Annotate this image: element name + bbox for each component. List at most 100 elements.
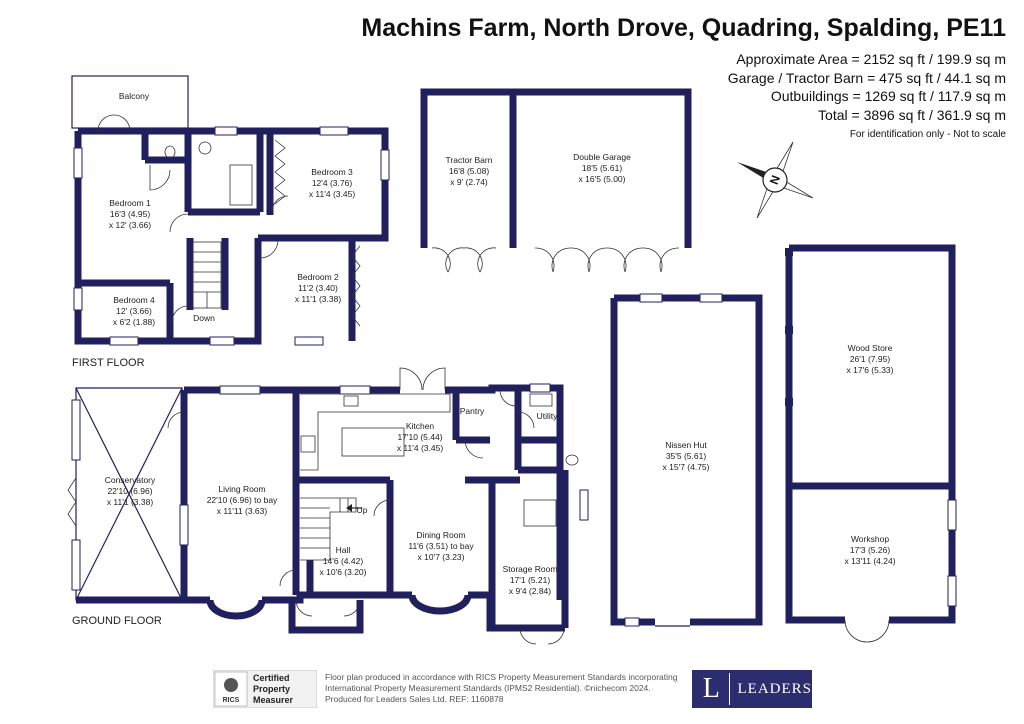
first-floor-stairs (192, 241, 222, 309)
floor-plan-disclaimer: Floor plan produced in accordance with R… (325, 672, 695, 705)
room-conservatory-d2: x 11'1 (3.38) (107, 497, 154, 507)
kitchen-units (300, 393, 451, 471)
room-living-name: Living Room (218, 484, 265, 494)
room-hall-d2: x 10'6 (3.20) (320, 567, 367, 577)
shower-tray (523, 499, 557, 527)
room-kitchen-d2: x 11'4 (3.45) (397, 443, 444, 453)
dining-bay-window (408, 594, 472, 615)
disclaimer-line-3: Produced for Leaders Sales Ltd. REF: 116… (325, 694, 504, 704)
front-door-swing (295, 599, 361, 617)
outbuilding-walls (785, 244, 956, 624)
bedroom2-wall (258, 234, 385, 341)
window (73, 287, 83, 311)
room-nissen-name: Nissen Hut (665, 440, 707, 450)
room-dining-d1: 11'6 (3.51) to bay (408, 541, 474, 551)
window (209, 336, 235, 346)
door-swing (373, 499, 391, 517)
rics-line-2: Property (253, 684, 290, 694)
living-bay-window (206, 599, 266, 620)
window (73, 147, 83, 179)
door-swing (499, 389, 517, 407)
barn-doors (431, 247, 497, 273)
room-storage-name: Storage Room (503, 564, 558, 574)
toilet (198, 141, 212, 155)
room-balcony-name: Balcony (119, 91, 150, 101)
garage-doors (534, 247, 680, 273)
room-kitchen-name: Kitchen (406, 421, 435, 431)
window (947, 575, 957, 607)
nissen-hut-plan: Nissen Hut 35'5 (5.61) x 15'7 (4.75) (610, 293, 763, 627)
room-storage-d2: x 9'4 (2.84) (509, 586, 551, 596)
post (785, 248, 793, 256)
first-floor-label: FIRST FLOOR (72, 357, 145, 369)
leaders-logo: L LEADERS (692, 670, 812, 708)
kitchen-island (341, 427, 405, 457)
room-bedroom3-d2: x 11'4 (3.45) (309, 189, 356, 199)
room-dining-d2: x 10'7 (3.23) (418, 552, 465, 562)
door-swing (169, 213, 189, 233)
door-swing (464, 439, 484, 459)
room-garage-name: Double Garage (573, 152, 631, 162)
porch-walls (288, 600, 364, 634)
room-nissen-d1: 35'5 (5.61) (666, 451, 707, 461)
post (785, 326, 793, 334)
up-arrow-head (346, 504, 352, 512)
wardrobe (351, 245, 361, 327)
room-kitchen-d1: 17'10 (5.44) (397, 432, 442, 442)
logo-word: LEADERS (737, 680, 812, 697)
room-bedroom2-name: Bedroom 2 (297, 272, 339, 282)
area-summary: Approximate Area = 2152 sq ft / 199.9 sq… (728, 50, 1006, 145)
area-approximate: Approximate Area = 2152 sq ft / 199.9 sq… (736, 51, 1006, 67)
room-bedroom4-name: Bedroom 4 (113, 295, 155, 305)
ground-floor-stairs (300, 497, 357, 561)
rics-line-1: Certified (253, 673, 290, 683)
identification-note: For identification only - Not to scale (849, 129, 1006, 140)
room-workshop-d1: 17'3 (5.26) (850, 545, 891, 555)
room-bedroom2-d1: 11'2 (3.40) (298, 283, 338, 293)
ground-floor-label: GROUND FLOOR (72, 615, 162, 627)
stairs-up-label: Up (357, 505, 368, 515)
garage-walls (420, 88, 692, 248)
window (699, 293, 723, 303)
window (639, 293, 663, 303)
kitchen-back-door (399, 367, 446, 391)
room-bedroom3-name: Bedroom 3 (311, 167, 353, 177)
window (294, 336, 324, 346)
room-garage-d2: x 16'5 (5.00) (579, 174, 626, 184)
area-outbuildings: Outbuildings = 1269 sq ft / 117.9 sq m (770, 88, 1006, 104)
toilet (164, 145, 176, 159)
property-title: Machins Farm, North Drove, Quadring, Spa… (361, 14, 1006, 42)
door-swing (259, 239, 279, 259)
disclaimer-line-1: Floor plan produced in accordance with R… (325, 672, 678, 682)
rics-line-3: Measurer (253, 695, 294, 705)
ground-floor-plan: Conservatory 22'10 (6.96) x 11'1 (3.38) … (67, 367, 589, 645)
room-wood-name: Wood Store (848, 343, 893, 353)
room-bedroom1-d2: x 12' (3.66) (109, 220, 151, 230)
window (624, 617, 640, 627)
room-bedroom4-d2: x 6'2 (1.88) (113, 317, 155, 327)
door-swing (171, 305, 189, 323)
room-bedroom1-name: Bedroom 1 (109, 198, 151, 208)
area-garage: Garage / Tractor Barn = 475 sq ft / 44.1… (727, 69, 1006, 86)
storage-door-swing (519, 627, 565, 645)
room-workshop-d2: x 13'11 (4.24) (844, 556, 895, 566)
toilet (565, 454, 579, 466)
room-living-d1: 22'10 (6.96) to bay (207, 495, 278, 505)
disclaimer-line-2: International Property Measurement Stand… (325, 683, 651, 693)
nissen-hut-walls (610, 294, 763, 626)
door-swing (167, 411, 185, 429)
garage-plan: Tractor Barn 16'8 (5.08) x 9' (2.74) Dou… (420, 88, 692, 273)
ground-floor-inner-walls (292, 388, 560, 628)
window (579, 489, 589, 521)
stairs-down-label: Down (193, 313, 215, 323)
hob (300, 435, 316, 453)
room-nissen-d2: x 15'7 (4.75) (663, 462, 710, 472)
room-pantry-name: Pantry (460, 406, 485, 416)
room-workshop-name: Workshop (851, 534, 889, 544)
window (529, 383, 551, 393)
post (785, 398, 793, 406)
window (339, 385, 371, 395)
room-bedroom1-d1: 16'3 (4.95) (110, 209, 151, 219)
door-swing (271, 195, 289, 213)
